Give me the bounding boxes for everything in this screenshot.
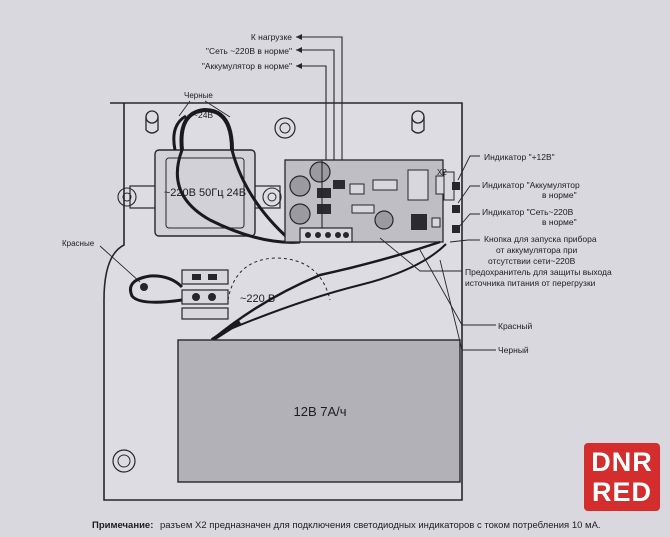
battery-lead xyxy=(210,320,242,342)
connector-x2: X2 xyxy=(437,168,460,233)
note: Примечание: разъем X2 предназначен для п… xyxy=(92,520,601,531)
mount-hole-top-right xyxy=(411,110,425,134)
leader-black-wires xyxy=(178,100,231,118)
label-red-wire: Красный xyxy=(498,321,532,331)
watermark-line-1: DNR xyxy=(591,447,653,477)
arrow-to-load xyxy=(296,34,302,40)
label-black-wire: Черный xyxy=(498,345,529,355)
battery: 12В 7А/ч xyxy=(177,339,461,483)
label-fuse-1: Предохранитель для защиты выхода xyxy=(465,267,612,277)
label-indicator-mains-1: Индикатор "Сеть~220В xyxy=(482,207,574,217)
transformer-wire-4 xyxy=(175,149,301,244)
transformer-rating: ~220В 50Гц 24В xyxy=(164,187,246,199)
leader-red-wires xyxy=(99,245,141,283)
transformer: ~220В 50Гц 24В xyxy=(117,149,282,237)
arrow-mains-ok xyxy=(296,47,302,53)
label-indicator-12v: Индикатор "+12В" xyxy=(484,152,555,162)
output-wires xyxy=(296,36,343,228)
mains-cable-arc xyxy=(227,257,331,301)
screw-bottom xyxy=(112,449,136,473)
transformer-wire-3 xyxy=(230,149,291,242)
mains-terminal-block xyxy=(181,269,229,320)
label-red-wires: Красные xyxy=(62,239,95,248)
battery-wire-black xyxy=(227,243,447,331)
label-indicator-battery-2: в норме" xyxy=(542,190,577,200)
watermark-line-2: RED xyxy=(591,477,652,507)
red-wire-loop xyxy=(129,274,184,304)
fuse-holder xyxy=(140,283,148,291)
watermark-logo: DNR RED xyxy=(584,443,660,511)
pcb xyxy=(284,159,447,243)
note-text: разъем X2 предназначен для подключения с… xyxy=(160,520,601,531)
label-battery-ok: "Аккумулятор в норме" xyxy=(202,61,292,71)
label-button-2: от аккумулятора при xyxy=(496,245,577,255)
mount-hole-top-left xyxy=(145,110,159,134)
label-fuse-2: источника питания от перегрузки xyxy=(465,278,596,288)
label-indicator-mains-2: в норме" xyxy=(542,217,577,227)
transformer-wire-2 xyxy=(172,114,187,151)
label-button-3: отсутствии сети~220В xyxy=(488,256,576,266)
arrow-battery-ok xyxy=(296,63,302,69)
battery-label: 12В 7А/ч xyxy=(293,404,346,419)
transformer-wire-1 xyxy=(179,107,234,151)
label-indicator-battery-1: Индикатор "Аккумулятор xyxy=(482,180,580,190)
label-secondary-24v: ~24В xyxy=(193,110,213,120)
right-leaders xyxy=(379,155,496,351)
label-to-load: К нагрузке xyxy=(251,32,292,42)
screw-top xyxy=(274,117,296,139)
label-x2: X2 xyxy=(437,168,447,177)
label-button-1: Кнопка для запуска прибора xyxy=(484,234,597,244)
label-mains-ok: "Сеть ~220В в норме" xyxy=(206,46,292,56)
label-black-wires: Черные xyxy=(184,91,213,100)
battery-wire-red xyxy=(211,240,441,341)
note-prefix: Примечание: xyxy=(92,520,153,531)
